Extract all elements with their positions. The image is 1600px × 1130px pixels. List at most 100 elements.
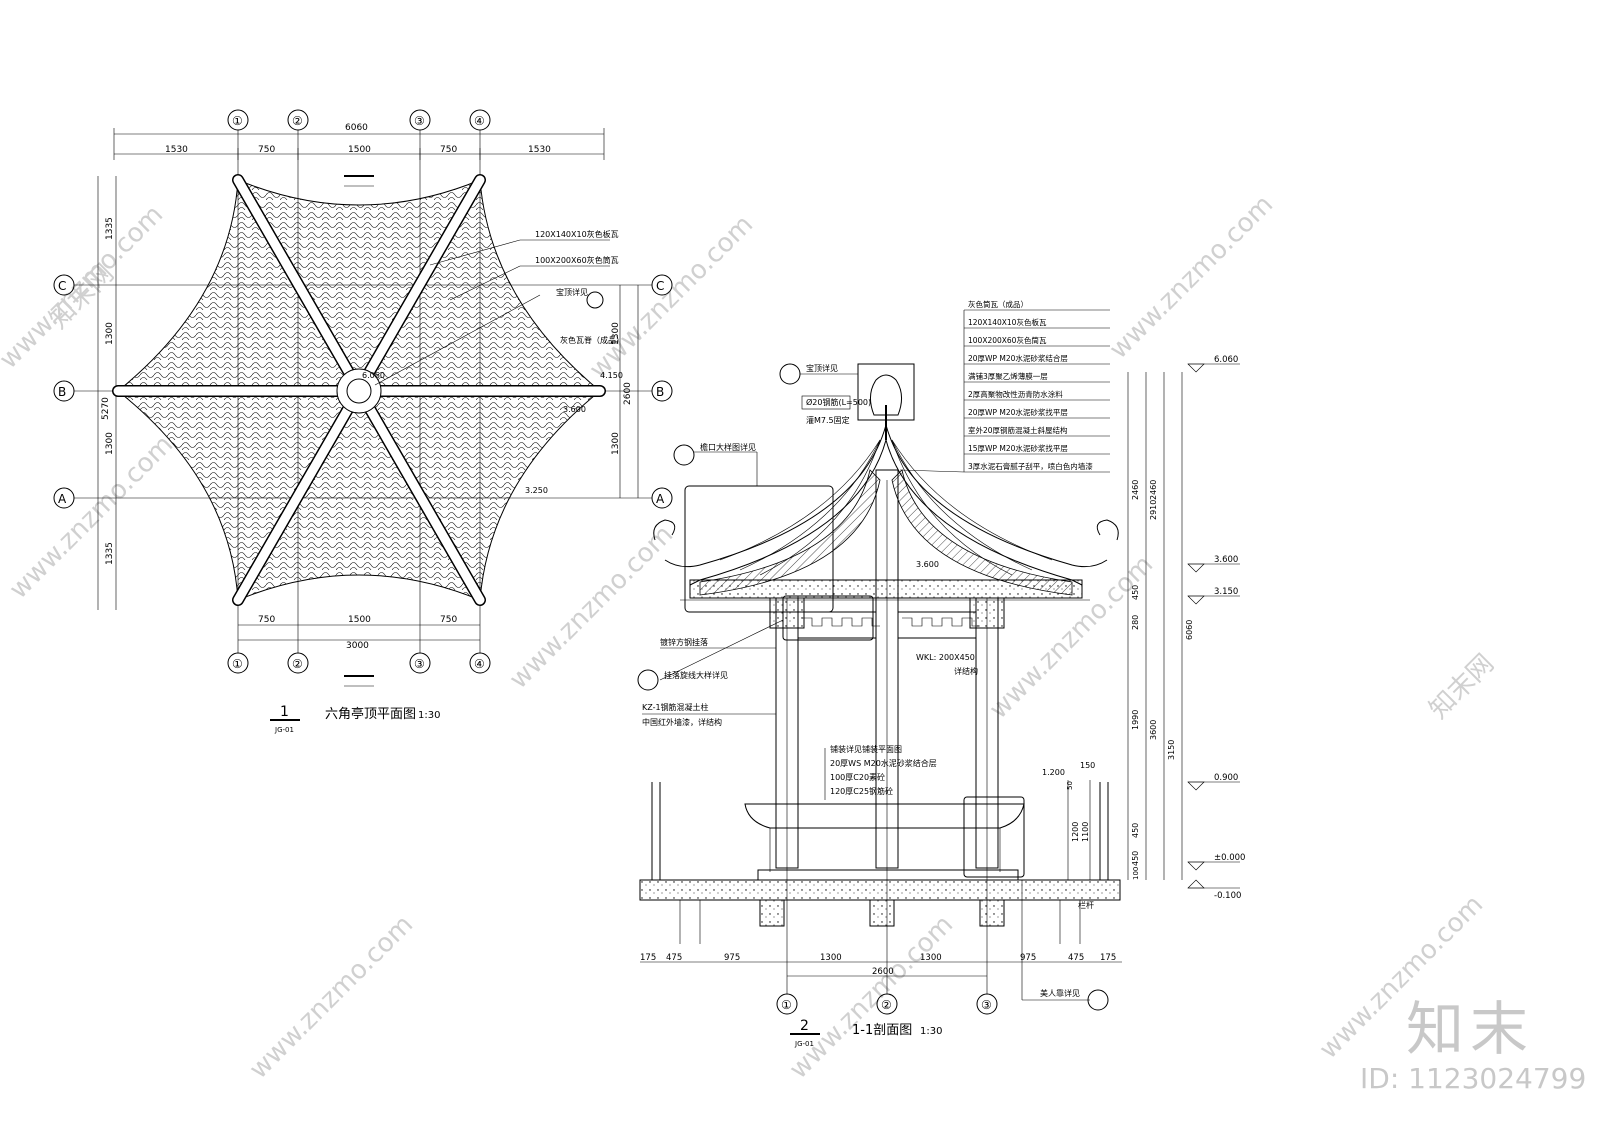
section-dim-bottom: 175: [640, 953, 656, 963]
level-marker: 3.600: [1187, 555, 1240, 573]
svg-text:B: B: [58, 385, 66, 399]
vertical-dim: 2910: [1149, 500, 1158, 520]
vertical-dim: 450: [1131, 823, 1140, 838]
plan-title: 六角亭顶平面图: [325, 706, 416, 722]
beam-note: WKL: 200X450: [916, 653, 975, 662]
rail-dim: 150: [1080, 761, 1095, 770]
plan-dim-left: 1300: [105, 322, 115, 345]
svg-text:①: ①: [232, 657, 243, 671]
svg-text:A: A: [58, 492, 67, 506]
plan-dim-left: 1335: [105, 217, 115, 240]
mid-level: 3.600: [916, 560, 939, 569]
svg-text:④: ④: [474, 657, 485, 671]
grid-bubble: ②: [287, 652, 309, 674]
grid-bubble: A: [651, 487, 673, 509]
roof-layer: 15厚WP M20水泥砂浆找平层: [968, 443, 1068, 453]
grid-bubble: ①: [776, 993, 798, 1015]
watermark-text: www.znzmo.com: [784, 910, 959, 1085]
section-note: KZ-1钢筋混凝土柱: [642, 702, 709, 712]
section-dim-bottom: 475: [666, 953, 682, 963]
plan-dim-top: 1530: [528, 145, 551, 155]
section-dim-bottom: 1300: [820, 953, 842, 963]
vertical-dim: 2460: [1149, 480, 1158, 500]
section-note: 镀锌方钢挂落: [660, 637, 708, 647]
plan-callout: 宝顶详见: [556, 287, 588, 297]
roof-layer-table: 灰色筒瓦（成品） 120X140X10灰色板瓦 100X200X60灰色筒瓦 2…: [899, 299, 1110, 473]
level-marker: -0.100: [1187, 879, 1241, 901]
vertical-dim: 450: [1131, 585, 1140, 600]
section-sheet-ref: JG-01: [794, 1040, 814, 1048]
plan-scale: 1:30: [418, 710, 440, 721]
svg-text:①: ①: [781, 998, 792, 1012]
svg-text:②: ②: [292, 657, 303, 671]
level-marker: 3.150: [1187, 587, 1240, 605]
brand-logo: 知末: [1406, 995, 1535, 1063]
plan-callout: 100X200X60灰色筒瓦: [535, 255, 619, 265]
level-marker: 0.900: [1187, 773, 1240, 791]
vertical-dim: 280: [1131, 615, 1140, 630]
vertical-dim: 3600: [1149, 720, 1158, 740]
grid-bubble: ④: [469, 109, 491, 131]
rail-dim: 1200: [1071, 822, 1080, 842]
rail-dim: 1100: [1081, 822, 1090, 842]
watermark-text: 知末网: [1424, 649, 1500, 725]
svg-text:①: ①: [232, 114, 243, 128]
plan-dim-bottom: 1500: [348, 615, 371, 625]
rail-dim: 50: [1066, 781, 1074, 790]
roof-layer: 2厚高聚物改性沥青防水涂料: [968, 389, 1063, 399]
finial: [870, 374, 902, 416]
watermark-text: www.znzmo.com: [4, 430, 179, 605]
plan-elevation: 3.600: [563, 405, 586, 414]
svg-text:C: C: [656, 279, 664, 293]
svg-text:③: ③: [414, 114, 425, 128]
svg-text:C: C: [58, 279, 66, 293]
plan-dim-left-total: 5270: [101, 397, 111, 420]
grid-bubble: ②: [876, 993, 898, 1015]
svg-text:②: ②: [881, 998, 892, 1012]
grid-bubble: ④: [469, 652, 491, 674]
plan-dim-right: 1300: [611, 432, 621, 455]
section-drawing-number: 2: [800, 1018, 809, 1034]
section-dim-bottom: 975: [724, 953, 740, 963]
roof-layer: 100X200X60灰色筒瓦: [968, 335, 1047, 345]
finial-top: [346, 378, 372, 404]
level-marker: 6.060: [1187, 355, 1240, 373]
image-id: ID: 1123024799: [1360, 1062, 1587, 1095]
svg-text:②: ②: [292, 114, 303, 128]
plan-drawing-number: 1: [280, 704, 289, 720]
plan-dim-top-total: 6060: [345, 123, 368, 133]
plan-dim-right: 1300: [611, 322, 621, 345]
plan-dim-left: 1300: [105, 432, 115, 455]
section-note: 中国红外墙漆，详结构: [642, 717, 722, 727]
level-marker: ±0.000: [1187, 853, 1245, 871]
watermark-text: www.znzmo.com: [1104, 190, 1279, 365]
vertical-dim: 100: [1132, 867, 1140, 880]
svg-text:3.150: 3.150: [1214, 587, 1238, 597]
section-dim-bottom: 175: [1100, 953, 1116, 963]
grid-bubble: A: [53, 487, 75, 509]
section-note: 檐口大样图详见: [700, 442, 756, 452]
roof-layer: 3厚水泥石膏腻子刮平，喷白色内墙漆: [968, 461, 1093, 471]
rail-note: 栏杆: [1078, 900, 1094, 910]
plan-dim-top: 1500: [348, 145, 371, 155]
svg-text:B: B: [656, 385, 664, 399]
section-dim-bottom: 975: [1020, 953, 1036, 963]
grid-bubble: ①: [227, 109, 249, 131]
grid-bubble: ③: [976, 993, 998, 1015]
plan-dim-bottom-total: 3000: [346, 641, 369, 651]
section-note: Ø20钢筋(L=500): [806, 397, 871, 407]
vertical-dim: 6060: [1185, 620, 1194, 640]
svg-text:3.600: 3.600: [1214, 555, 1238, 565]
plan-callout: 120X140X10灰色板瓦: [535, 229, 619, 239]
svg-text:0.900: 0.900: [1214, 773, 1238, 783]
svg-text:-0.100: -0.100: [1214, 891, 1241, 901]
svg-text:6.060: 6.060: [1214, 355, 1238, 365]
roof-layer: 室外20厚钢筋混凝土斜屋结构: [968, 425, 1068, 435]
plan-callout: 灰色瓦脊（成品）: [560, 335, 624, 345]
svg-text:±0.000: ±0.000: [1214, 853, 1245, 863]
plan-dim-top: 750: [440, 145, 457, 155]
plan-dim-left: 1335: [105, 542, 115, 565]
svg-text:A: A: [656, 492, 665, 506]
roof-plan-view: 6060 1530 750 1500 750 1530 ① ② ③ ④ ① ② …: [53, 109, 673, 734]
